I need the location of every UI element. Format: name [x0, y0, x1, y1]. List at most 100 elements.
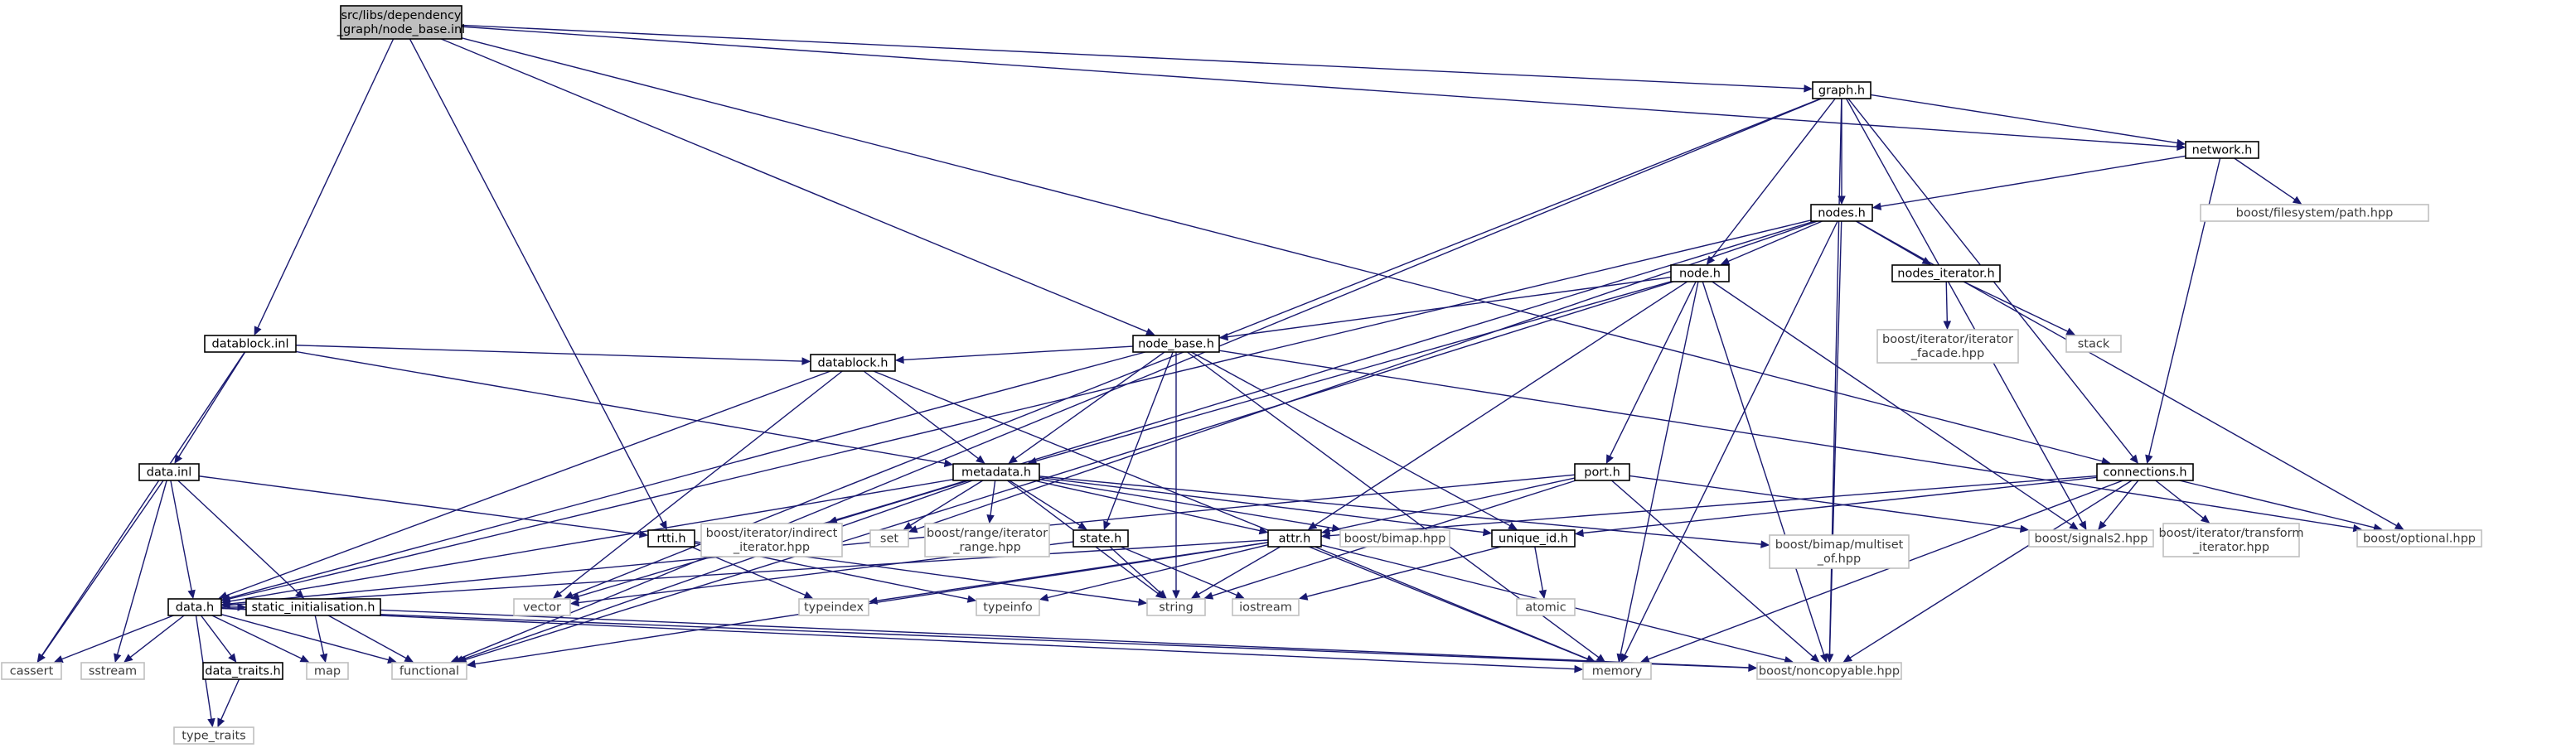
- arrowhead-node_base_h-to-datablock_h: [894, 355, 904, 364]
- node-label: unique_id.h: [1499, 533, 1568, 546]
- node-label: boost/filesystem/path.hpp: [2236, 207, 2394, 220]
- arrowhead-data_h-to-memory: [1574, 664, 1584, 673]
- arrowhead-attr_h-to-typeinfo: [1039, 593, 1049, 602]
- edge-attr_h-to-functional: [474, 542, 1269, 665]
- edge-metadata_h-to-attr_h: [1033, 480, 1261, 532]
- node-datablock_h[interactable]: datablock.h: [810, 354, 896, 372]
- arrowhead-port_h-to-attr_h: [1320, 527, 1331, 535]
- node-box: [869, 529, 909, 548]
- node-transform_iter: boost/iterator/transform_iterator.hpp: [2158, 523, 2304, 557]
- edge-connections_h-to-signals2: [2103, 480, 2139, 524]
- edge-root-to-rtti_h: [409, 38, 664, 524]
- node-label: datablock.inl: [212, 338, 289, 351]
- edge-connections_h-to-memory: [1648, 480, 2123, 660]
- arrowhead-connections_h-to-memory: [1640, 655, 1650, 664]
- edge-root-to-connections_h: [461, 37, 2103, 462]
- arrowhead-data_h-to-data_traits_h: [228, 653, 237, 663]
- node-node_base_h[interactable]: node_base.h: [1132, 335, 1220, 353]
- node-attr_h[interactable]: attr.h: [1267, 529, 1322, 548]
- edge-port_h-to-noncopyable: [1610, 480, 1814, 658]
- node-unique_id_h[interactable]: unique_id.h: [1491, 529, 1576, 548]
- edge-graph_h-to-node_h: [1711, 98, 1836, 259]
- node-network_h[interactable]: network.h: [2185, 141, 2259, 159]
- node-static_init_h[interactable]: static_initialisation.h: [245, 598, 381, 616]
- arrowhead-state_h-to-iostream: [1235, 591, 1245, 599]
- node-node_h[interactable]: node.h: [1670, 264, 1730, 282]
- node-stack: stack: [2065, 335, 2122, 353]
- node-nodes_h[interactable]: nodes.h: [1810, 204, 1873, 222]
- edge-graph_h-to-network_h: [1870, 94, 2178, 144]
- arrowhead-rtti_h-to-typeindex: [803, 591, 814, 599]
- node-box: [1, 662, 62, 680]
- nodes-layer: src/libs/dependency_graph/node_base.inlg…: [1, 5, 2482, 745]
- node-label: nodes_iterator.h: [1897, 268, 1994, 281]
- node-label: boost/iterator/iterator: [1882, 333, 2013, 346]
- node-map: map: [306, 662, 349, 680]
- edge-root-to-graph_h: [461, 24, 1805, 89]
- node-box: [80, 662, 145, 680]
- node-box: [810, 354, 896, 372]
- edge-datablock_h-to-vector: [559, 370, 843, 594]
- edge-node_h-to-noncopyable: [1702, 281, 1825, 655]
- node-port_h[interactable]: port.h: [1574, 463, 1630, 481]
- edge-static_init_h-to-map: [314, 615, 325, 655]
- node-label: static_initialisation.h: [252, 601, 375, 615]
- node-string: string: [1146, 598, 1206, 616]
- arrowhead-connections_h-to-unique_id_h: [1574, 528, 1584, 538]
- edge-unique_id_h-to-atomic: [1534, 546, 1544, 591]
- node-functional: functional: [391, 662, 467, 680]
- node-metadata_h[interactable]: metadata.h: [952, 463, 1040, 481]
- node-graph_h[interactable]: graph.h: [1812, 81, 1871, 99]
- node-label: typeindex: [804, 601, 864, 615]
- edge-data_inl-to-data_h: [170, 480, 192, 591]
- arrowhead-metadata_h-to-state_h: [1077, 521, 1087, 530]
- edges-layer: [36, 24, 2404, 728]
- edge-connections_h-to-transform_iter: [2155, 480, 2204, 519]
- edge-datablock_inl-to-data_inl: [178, 351, 246, 457]
- node-box: [202, 662, 283, 680]
- arrowhead-static_init_h-to-noncopyable: [1748, 664, 1758, 672]
- node-label: data.inl: [147, 466, 192, 480]
- edge-data_h-to-cassert: [61, 615, 174, 660]
- edge-node_base_h-to-unique_id_h: [1191, 351, 1511, 527]
- edge-node_base_h-to-metadata_h: [1014, 351, 1165, 460]
- arrowhead-node_base_h-to-unique_id_h: [1508, 522, 1518, 530]
- arrowhead-node_base_h-to-string: [1172, 590, 1180, 600]
- arrowhead-node_h-to-memory: [1616, 653, 1625, 664]
- node-label: type_traits: [182, 730, 245, 743]
- node-box: [798, 598, 869, 616]
- node-label: memory: [1592, 665, 1643, 678]
- arrowhead-datablock_h-to-vector: [553, 590, 563, 599]
- node-box: [1876, 329, 2019, 364]
- node-data_inl[interactable]: data.inl: [138, 463, 200, 481]
- edge-metadata_h-to-bimap_multiset: [1039, 475, 1762, 545]
- node-data_h[interactable]: data.h: [167, 598, 222, 616]
- node-label: string: [1159, 601, 1194, 615]
- node-datablock_inl[interactable]: datablock.inl: [204, 335, 297, 353]
- edge-node_h-to-attr_h: [1314, 281, 1688, 526]
- node-bimap: boost/bimap.hpp: [1339, 529, 1450, 548]
- node-box: [1810, 204, 1873, 222]
- arrowhead-node_h-to-noncopyable: [1819, 653, 1828, 664]
- node-label: functional: [399, 665, 459, 678]
- node-label: boost/noncopyable.hpp: [1759, 665, 1900, 678]
- node-nodes_iterator_h[interactable]: nodes_iterator.h: [1891, 264, 2001, 282]
- node-label: network.h: [2192, 144, 2253, 157]
- node-label: _range.hpp: [952, 541, 1021, 554]
- edge-connections_h-to-optional: [2179, 480, 2375, 528]
- node-data_traits_h[interactable]: data_traits.h: [202, 662, 283, 680]
- edge-data_inl-to-sstream: [116, 480, 167, 655]
- edge-root-to-node_base_h: [440, 38, 1148, 333]
- arrowhead-datablock_inl-to-metadata_h: [943, 459, 954, 467]
- node-connections_h[interactable]: connections.h: [2096, 463, 2194, 481]
- node-box: [2356, 529, 2482, 548]
- node-rtti_h[interactable]: rtti.h: [647, 529, 695, 548]
- arrowhead-node_h-to-port_h: [1605, 454, 1614, 465]
- node-box: [1670, 264, 1730, 282]
- node-box: [1812, 81, 1871, 99]
- edge-node_h-to-memory: [1620, 281, 1699, 655]
- node-box: [2096, 463, 2194, 481]
- node-state_h[interactable]: state.h: [1073, 529, 1129, 548]
- node-label: boost/optional.hpp: [2363, 533, 2476, 546]
- edge-datablock_h-to-data_h: [225, 370, 831, 596]
